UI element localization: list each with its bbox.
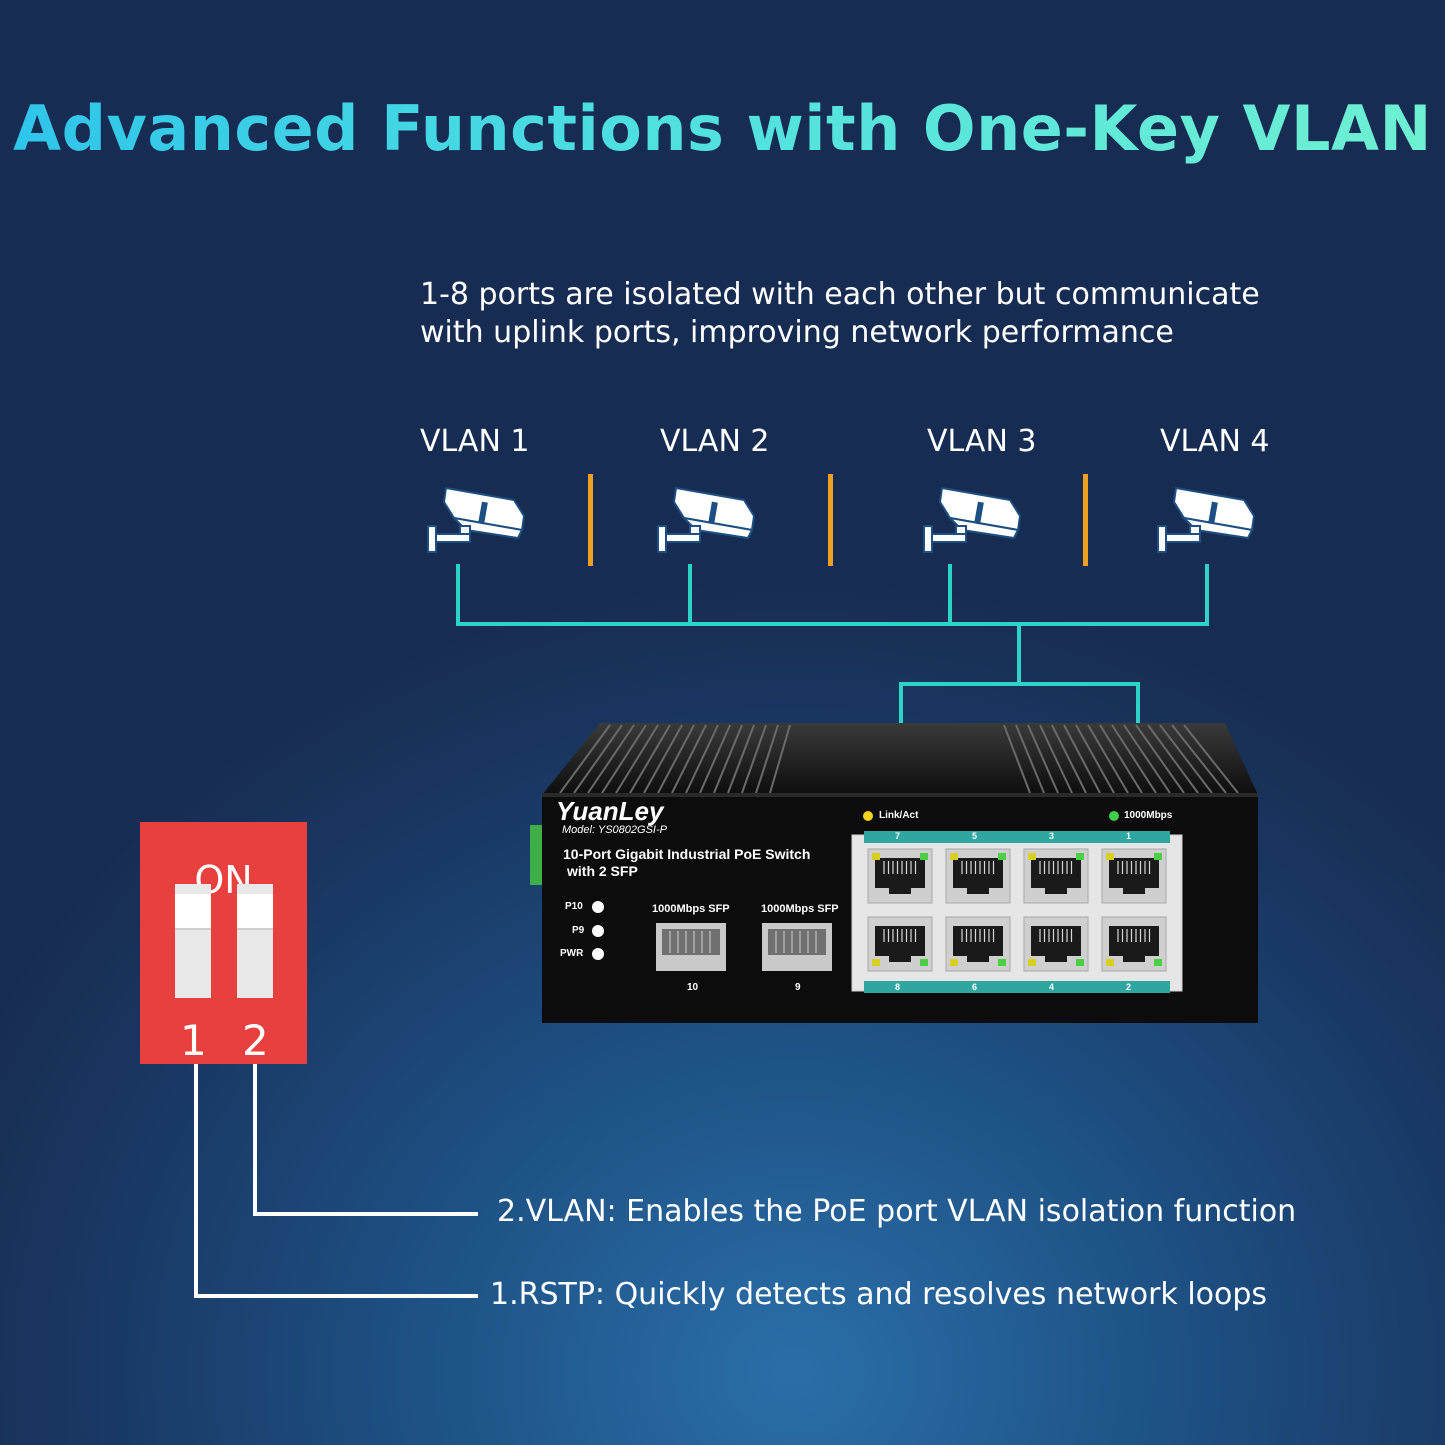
sfp-label-1: 1000Mbps SFP bbox=[652, 903, 730, 915]
poe-switch-device bbox=[530, 723, 1258, 1023]
rj45-port bbox=[1023, 848, 1089, 904]
device-name-line-2: with 2 SFP bbox=[567, 863, 638, 879]
feature-vlan: 2.VLAN: Enables the PoE port VLAN isolat… bbox=[497, 1194, 1297, 1229]
led-p9-label: P9 bbox=[572, 925, 585, 936]
rj45-port bbox=[1101, 848, 1167, 904]
led-legend-green bbox=[1109, 811, 1119, 821]
security-camera-icon bbox=[923, 486, 1022, 553]
port-number-top: 1 bbox=[1126, 831, 1132, 841]
security-camera-icon bbox=[1157, 486, 1256, 553]
led-p10 bbox=[592, 901, 604, 913]
sfp-port-number-9: 9 bbox=[795, 982, 801, 993]
rj45-port bbox=[867, 916, 933, 972]
legend-link-act: Link/Act bbox=[879, 810, 919, 821]
security-camera-icon bbox=[657, 486, 756, 553]
description-line-2: with uplink ports, improving network per… bbox=[420, 315, 1174, 350]
port-number-bottom: 2 bbox=[1126, 982, 1132, 992]
rj45-port-grid bbox=[867, 848, 1167, 972]
page-title: Advanced Functions with One-Key VLAN bbox=[0, 92, 1445, 165]
vlan-1-label: VLAN 1 bbox=[420, 424, 530, 459]
feature-rstp: 1.RSTP: Quickly detects and resolves net… bbox=[490, 1277, 1268, 1312]
dip-number-1: 1 bbox=[180, 1016, 207, 1065]
led-pwr-label: PWR bbox=[560, 948, 584, 959]
dip-switch-2[interactable] bbox=[237, 884, 273, 998]
description-line-1: 1-8 ports are isolated with each other b… bbox=[420, 277, 1260, 312]
sfp-port-number-10: 10 bbox=[687, 982, 699, 993]
led-p9 bbox=[592, 925, 604, 937]
vlan-divider bbox=[828, 474, 833, 566]
rj45-port bbox=[1101, 916, 1167, 972]
port-number-top: 3 bbox=[1049, 831, 1055, 841]
led-p10-label: P10 bbox=[565, 901, 583, 912]
rj45-port bbox=[867, 848, 933, 904]
vlan-divider bbox=[588, 474, 593, 566]
brand-logo: YuanLey bbox=[556, 796, 664, 826]
led-legend-yellow bbox=[863, 811, 873, 821]
rj45-port bbox=[1023, 916, 1089, 972]
led-pwr bbox=[592, 948, 604, 960]
heatsink-fins bbox=[559, 724, 1239, 794]
dip-switch-1[interactable] bbox=[175, 884, 211, 998]
dip-knob bbox=[237, 894, 273, 930]
port-number-bottom: 4 bbox=[1049, 982, 1055, 992]
port-number-top: 5 bbox=[972, 831, 978, 841]
vlan-4-label: VLAN 4 bbox=[1160, 424, 1270, 459]
vlan-3-label: VLAN 3 bbox=[927, 424, 1037, 459]
vlan-2-label: VLAN 2 bbox=[660, 424, 770, 459]
device-name-line-1: 10-Port Gigabit Industrial PoE Switch bbox=[563, 846, 811, 862]
rj45-port bbox=[945, 848, 1011, 904]
model-text: Model: YS0802GSI-P bbox=[562, 824, 667, 836]
sfp-port bbox=[656, 923, 726, 971]
sfp-label-2: 1000Mbps SFP bbox=[761, 903, 839, 915]
security-camera-icon bbox=[427, 486, 526, 553]
callout-lines bbox=[194, 1064, 478, 1298]
dip-switch: ON 1 2 bbox=[140, 822, 307, 1065]
description: 1-8 ports are isolated with each other b… bbox=[420, 276, 1380, 352]
dip-number-2: 2 bbox=[242, 1016, 269, 1065]
vlan-divider bbox=[1083, 474, 1088, 566]
port-number-bottom: 8 bbox=[895, 982, 901, 992]
legend-speed: 1000Mbps bbox=[1124, 810, 1173, 821]
dip-knob bbox=[175, 894, 211, 930]
port-number-top: 7 bbox=[895, 831, 901, 841]
sfp-port bbox=[762, 923, 832, 971]
port-number-bottom: 6 bbox=[972, 982, 978, 992]
rj45-port bbox=[945, 916, 1011, 972]
dip-on-label: ON bbox=[194, 858, 253, 902]
